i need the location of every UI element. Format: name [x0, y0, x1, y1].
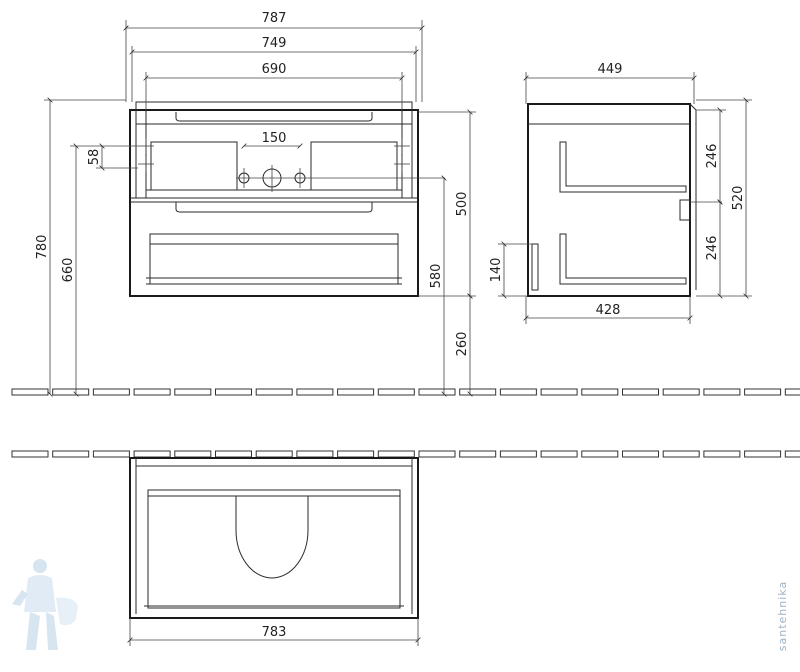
- watermark-text: santehnika: [776, 581, 789, 651]
- tile-segment: [703, 388, 741, 396]
- dim-787: 787: [262, 11, 287, 26]
- tile-segment: [662, 388, 700, 396]
- tile-segment: [133, 450, 171, 458]
- tile-segment: [581, 450, 619, 458]
- tile-segment: [459, 388, 497, 396]
- tile-segment: [418, 450, 456, 458]
- tile-segment: [52, 450, 90, 458]
- tile-segment: [255, 450, 293, 458]
- upper-left-compartment: [150, 141, 238, 191]
- upper-right-compartment: [310, 141, 398, 191]
- tile-segment: [174, 450, 212, 458]
- dim-500: 500: [455, 192, 470, 217]
- tile-segment: [377, 450, 415, 458]
- dim-780: 780: [35, 235, 50, 260]
- top-cabinet-outline: [129, 457, 419, 619]
- tile-segment: [337, 450, 375, 458]
- tile-segment: [133, 388, 171, 396]
- front-cabinet-outline: [129, 109, 419, 297]
- tile-segment: [581, 388, 619, 396]
- tile-segment: [418, 388, 456, 396]
- top-drawer-box: [147, 489, 401, 609]
- dim-520: 520: [731, 186, 746, 211]
- basin-lip: [175, 112, 373, 122]
- floor-line-lower: [11, 450, 800, 458]
- tile-segment: [784, 450, 800, 458]
- dim-246-upper: 246: [705, 144, 720, 169]
- tile-segment: [92, 388, 130, 396]
- dim-660: 660: [61, 258, 76, 283]
- basin-rim: [135, 101, 413, 125]
- dim-783: 783: [262, 625, 287, 640]
- tile-segment: [174, 388, 212, 396]
- lower-drawer-box: [149, 233, 399, 285]
- dim-449: 449: [598, 62, 623, 77]
- dim-580: 580: [429, 264, 444, 289]
- tile-segment: [662, 450, 700, 458]
- tile-segment: [377, 388, 415, 396]
- tile-segment: [255, 388, 293, 396]
- tile-segment: [499, 450, 537, 458]
- siphon-cutout: [235, 496, 309, 579]
- dim-428: 428: [596, 303, 621, 318]
- dim-690: 690: [262, 62, 287, 77]
- tile-segment: [784, 388, 800, 396]
- tile-segment: [744, 450, 782, 458]
- dim-749: 749: [262, 36, 287, 51]
- tile-segment: [459, 450, 497, 458]
- dim-260: 260: [455, 332, 470, 357]
- floor-line-upper: [11, 388, 800, 396]
- tile-segment: [499, 388, 537, 396]
- tile-segment: [215, 450, 252, 458]
- tile-segment: [11, 450, 49, 458]
- tile-segment: [703, 450, 741, 458]
- tile-segment: [296, 388, 334, 396]
- drawer-handle: [175, 202, 373, 213]
- dim-58: 58: [87, 149, 102, 166]
- tile-segment: [540, 450, 578, 458]
- front-view: 787 749 690 150 780 660 58 500 580 260: [35, 11, 476, 397]
- tile-segment: [296, 450, 334, 458]
- tile-segment: [744, 388, 782, 396]
- side-cabinet-outline: [527, 103, 691, 297]
- dim-150: 150: [262, 131, 287, 146]
- plumber-logo-icon: [12, 559, 78, 650]
- tile-segment: [540, 388, 578, 396]
- tile-segment: [622, 388, 659, 396]
- dim-246-lower: 246: [705, 236, 720, 261]
- side-view: 449 428 246 246 520 140: [489, 62, 752, 324]
- tile-segment: [622, 450, 659, 458]
- tile-segment: [11, 388, 49, 396]
- dim-140: 140: [489, 258, 504, 283]
- tile-segment: [337, 388, 375, 396]
- side-upper-drawer: [559, 141, 687, 193]
- side-handle: [679, 199, 691, 221]
- side-lower-drawer: [559, 233, 687, 285]
- tile-segment: [92, 450, 130, 458]
- tile-segment: [215, 388, 252, 396]
- tile-segment: [52, 388, 90, 396]
- top-view: 783: [127, 457, 421, 646]
